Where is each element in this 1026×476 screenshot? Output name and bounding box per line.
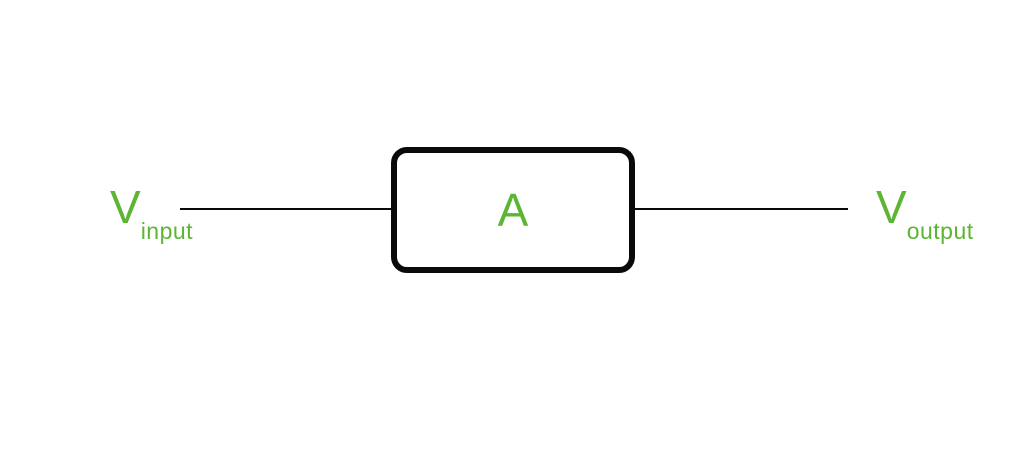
output-wire xyxy=(635,208,848,210)
output-voltage-subscript: output xyxy=(906,218,974,244)
input-voltage-symbol: V xyxy=(110,181,141,233)
output-voltage-symbol: V xyxy=(876,181,907,233)
input-voltage-label: Vinput xyxy=(110,181,193,243)
amplifier-block: A xyxy=(391,147,635,273)
input-voltage-subscript: input xyxy=(140,218,194,244)
output-voltage-label: Voutput xyxy=(876,181,974,243)
amplifier-gain-label: A xyxy=(497,184,529,236)
input-wire xyxy=(180,208,392,210)
